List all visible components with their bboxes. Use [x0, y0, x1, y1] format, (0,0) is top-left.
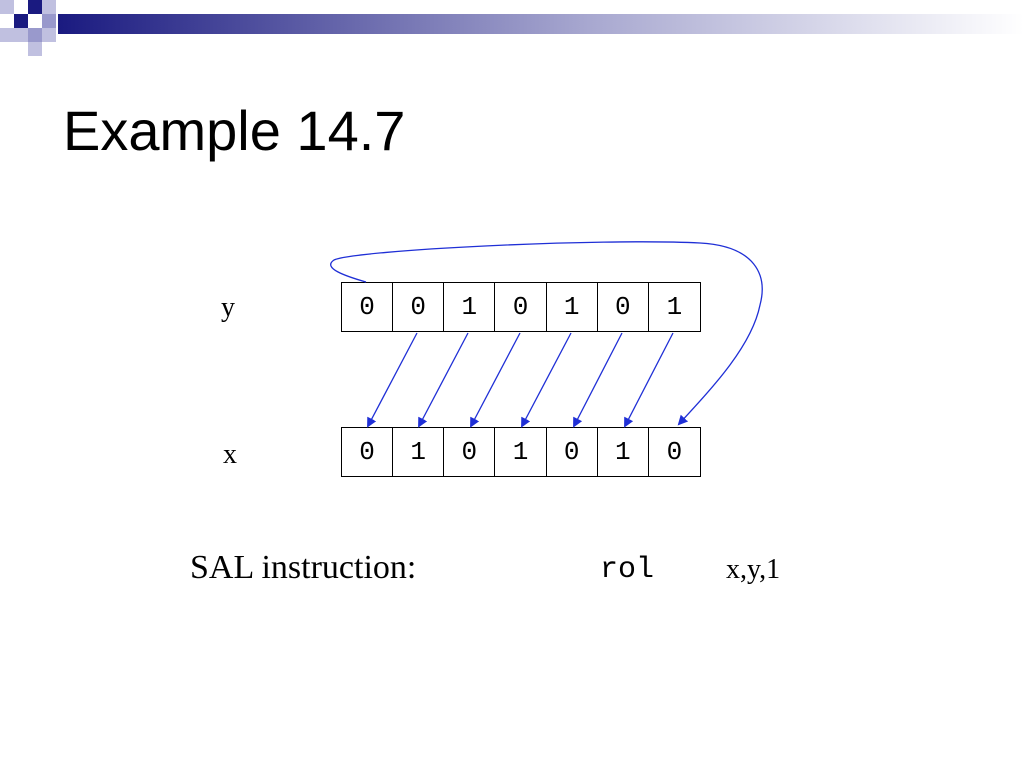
- page-title: Example 14.7: [63, 99, 406, 162]
- register-x-bit: 1: [495, 428, 547, 476]
- register-y-bit: 1: [547, 283, 598, 331]
- register-y-bit: 0: [598, 283, 649, 331]
- shift-arrow: [470, 332, 521, 428]
- register-y-bit: 0: [342, 283, 394, 331]
- register-x-label: x: [223, 439, 237, 470]
- register-x-bit: 1: [598, 428, 649, 476]
- shift-arrow: [418, 332, 469, 428]
- wrap-around-arrow: [330, 241, 763, 426]
- register-y-bit: 0: [495, 283, 547, 331]
- shift-arrow: [521, 332, 572, 428]
- instruction-opcode: rol: [600, 553, 655, 587]
- register-x-bit: 0: [666, 437, 683, 467]
- register-y-bit: 0: [393, 283, 445, 331]
- shift-arrow: [624, 332, 674, 428]
- register-x-bit: 1: [393, 428, 445, 476]
- shift-arrow: [367, 332, 418, 428]
- register-x-bit: 0: [342, 428, 394, 476]
- header-decoration: [0, 0, 1024, 56]
- register-y-bit: 1: [444, 283, 496, 331]
- register-x: 0 1 0 1 0 1 0: [341, 427, 701, 477]
- register-y-bit: 1: [666, 292, 683, 322]
- register-y: 0 0 1 0 1 0 1: [341, 282, 701, 332]
- register-y-label: y: [221, 292, 235, 323]
- shift-arrow: [573, 332, 623, 428]
- instruction-label: SAL instruction:: [190, 549, 417, 586]
- register-x-bit: 0: [444, 428, 496, 476]
- register-x-bit: 0: [547, 428, 598, 476]
- instruction-operands: x,y,1: [726, 554, 781, 585]
